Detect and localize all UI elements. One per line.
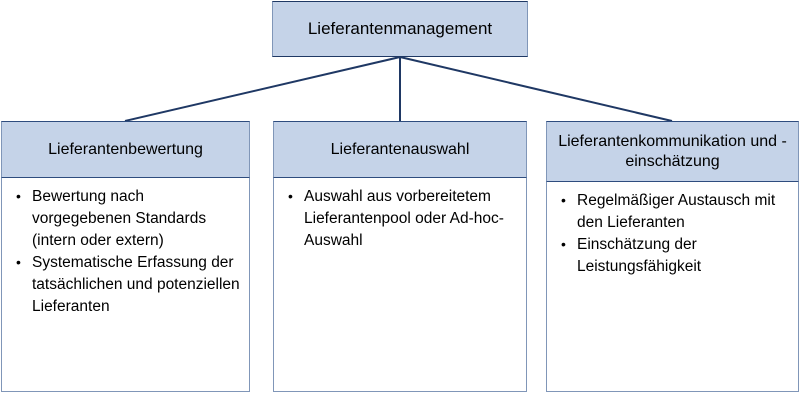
list-item: Bewertung nach vorgegebenen Standards (i… [16,185,243,252]
list-item: Auswahl aus vorbereitetem Lieferantenpoo… [288,185,520,252]
list-item: Systematische Erfassung der tatsächliche… [16,251,243,318]
column-lieferantenbewertung: Lieferantenbewertung Bewertung nach vorg… [1,121,250,392]
column-header-lieferantenbewertung[interactable]: Lieferantenbewertung [1,121,250,178]
bullet-list: Bewertung nach vorgegebenen Standards (i… [8,185,243,318]
column-body-lieferantenkommunikation: Regelmäßiger Austausch mit den Lieferant… [546,182,799,392]
column-lieferantenauswahl: Lieferantenauswahl Auswahl aus vorbereit… [273,121,527,392]
bullet-list: Regelmäßiger Austausch mit den Lieferant… [553,189,792,278]
root-node-label: Lieferantenmanagement [307,19,493,38]
list-item: Einschätzung der Leistungsfähigkeit [561,233,792,278]
root-node-lieferantenmanagement[interactable]: Lieferantenmanagement [272,1,528,57]
column-header-lieferantenauswahl[interactable]: Lieferantenauswahl [273,121,527,178]
connector-root-to-col1 [124,56,401,122]
list-item: Regelmäßiger Austausch mit den Lieferant… [561,189,792,234]
column-lieferantenkommunikation: Lieferantenkommunikation und -einschätzu… [546,121,799,392]
column-header-label: Lieferantenkommunikation und -einschätzu… [558,132,787,170]
column-body-lieferantenauswahl: Auswahl aus vorbereitetem Lieferantenpoo… [273,178,527,392]
column-header-label: Lieferantenbewertung [48,140,203,158]
column-body-lieferantenbewertung: Bewertung nach vorgegebenen Standards (i… [1,178,250,392]
column-header-label: Lieferantenauswahl [330,140,470,158]
bullet-list: Auswahl aus vorbereitetem Lieferantenpoo… [280,185,520,252]
connector-root-to-col3 [399,56,673,122]
column-header-lieferantenkommunikation[interactable]: Lieferantenkommunikation und -einschätzu… [546,121,799,182]
